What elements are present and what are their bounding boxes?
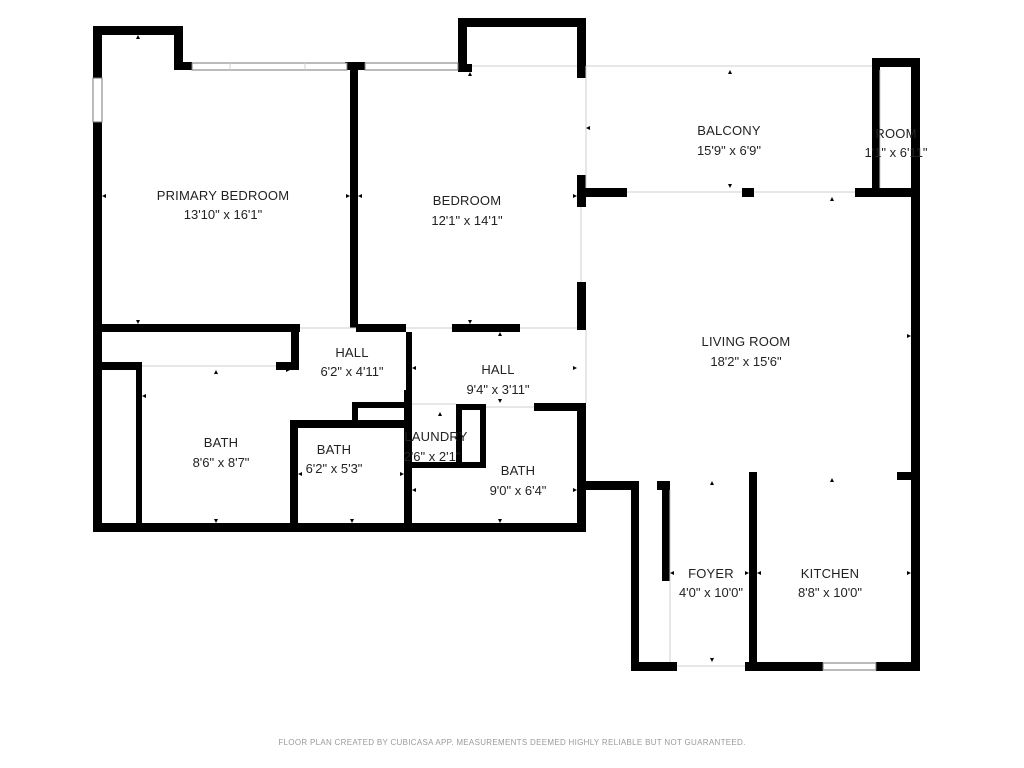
window-primary-top xyxy=(191,62,348,71)
foyer-name: FOYER xyxy=(688,566,734,581)
bath-left-name: BATH xyxy=(204,435,239,450)
living-room-name: LIVING ROOM xyxy=(702,334,791,349)
bath-middle-dims: 6'2" x 5'3" xyxy=(306,461,363,476)
window-bedroom-top xyxy=(364,62,459,71)
small-room-dims: 1'1" x 6'11" xyxy=(864,145,927,160)
bedroom-name: BEDROOM xyxy=(433,193,502,208)
foyer-dims: 4'0" x 10'0" xyxy=(679,585,743,600)
balcony-name: BALCONY xyxy=(697,123,761,138)
window-primary-left xyxy=(92,77,103,123)
laundry-name: LAUNDRY xyxy=(404,429,467,444)
bath-left-dims: 8'6" x 8'7" xyxy=(193,455,250,470)
window-kitchen-bottom xyxy=(822,662,877,671)
openings xyxy=(142,65,881,667)
primary-bedroom-dims: 13'10" x 16'1" xyxy=(184,207,263,222)
bath-right-dims: 9'0" x 6'4" xyxy=(490,483,547,498)
primary-bedroom-name: PRIMARY BEDROOM xyxy=(157,188,290,203)
bath-right-name: BATH xyxy=(501,463,536,478)
walls xyxy=(93,18,920,671)
hall-left-dims: 6'2" x 4'11" xyxy=(320,364,383,379)
balcony-dims: 15'9" x 6'9" xyxy=(697,143,761,158)
bath-middle-name: BATH xyxy=(317,442,352,457)
kitchen-name: KITCHEN xyxy=(801,566,859,581)
hall-left-name: HALL xyxy=(335,345,368,360)
laundry-dims: 2'6" x 2'1" xyxy=(404,449,461,464)
hall-right-dims: 9'4" x 3'11" xyxy=(466,382,529,397)
kitchen-dims: 8'8" x 10'0" xyxy=(798,585,862,600)
hall-right-name: HALL xyxy=(481,362,514,377)
dimension-ticks xyxy=(102,35,911,662)
windows xyxy=(92,62,877,671)
room-labels: PRIMARY BEDROOM 13'10" x 16'1" BEDROOM 1… xyxy=(157,123,928,600)
living-room-dims: 18'2" x 15'6" xyxy=(710,354,782,369)
small-room-name: ROOM xyxy=(875,126,916,141)
bedroom-dims: 12'1" x 14'1" xyxy=(431,213,503,228)
footer-disclaimer: FLOOR PLAN CREATED BY CUBICASA APP. MEAS… xyxy=(278,738,745,747)
